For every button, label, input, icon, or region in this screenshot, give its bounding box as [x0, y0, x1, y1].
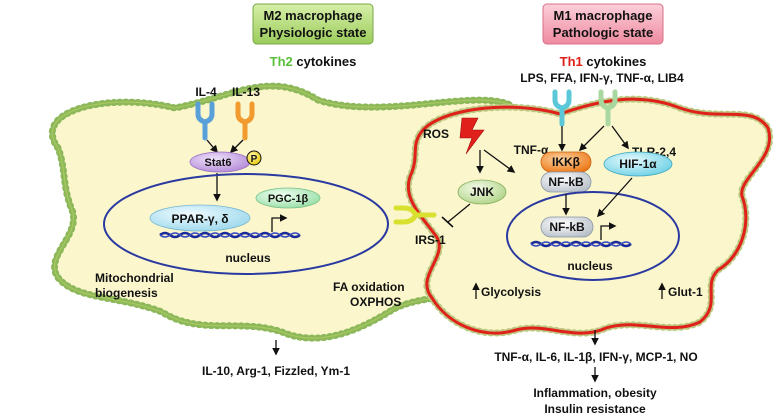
fa-oxidation-label: FA oxidation — [333, 280, 405, 294]
oxphos-label: OXPHOS — [350, 295, 401, 309]
m2-panel: M2 macrophage Physiologic state Th2 cyto… — [48, 3, 528, 378]
th2-cytokines-suffix: cytokines — [293, 54, 357, 69]
m1-state: Pathologic state — [553, 25, 653, 40]
tnf-receptor-label: TNF-α — [514, 143, 549, 157]
tnf-receptor-icon — [552, 89, 572, 127]
lightning-icon — [459, 117, 485, 155]
il4-to-stat6-arrow — [206, 139, 218, 154]
m2-promoter-arrow — [271, 214, 288, 232]
m1-stimuli: LPS, FFA, IFN-γ, TNF-α, LIB4 — [520, 71, 684, 85]
glut1-label: Glut-1 — [668, 285, 703, 299]
il4-label: IL-4 — [195, 85, 217, 99]
ppar-node — [149, 204, 251, 232]
ros-label: ROS — [423, 127, 449, 141]
outcome-line-2: Insulin resistance — [544, 402, 646, 416]
m1-nucleus — [506, 191, 680, 281]
m1-cell-red-line — [406, 97, 772, 335]
m1-outputs: TNF-α, IL-6, IL-1β, IFN-γ, MCP-1, NO — [494, 350, 697, 364]
irs1-label: IRS-1 — [415, 233, 446, 247]
mito-label-1: Mitochondrial — [95, 271, 174, 285]
m2-dna-icon-strand2 — [159, 232, 301, 238]
tlr-to-hif-arrow — [611, 125, 629, 150]
ppar-label: PPAR-γ, δ — [171, 212, 228, 226]
nfkb-nuclear-node — [540, 216, 594, 238]
pgc1b-node — [255, 187, 321, 209]
inhibition-bar — [441, 216, 454, 228]
hif1a-node — [603, 151, 673, 177]
jnk-inhibits-irs1 — [447, 203, 471, 223]
jnk-node — [457, 179, 507, 205]
m2-title: M2 macrophage — [264, 8, 363, 23]
m1-nucleus-label: nucleus — [567, 259, 613, 273]
m2-nucleus — [103, 173, 389, 275]
ros-to-ikk-arrow — [483, 149, 516, 173]
phospho-icon — [246, 150, 262, 166]
stat6-label: Stat6 — [205, 157, 232, 169]
m2-nucleus-label: nucleus — [225, 251, 271, 265]
hif1a-label: HIF-1α — [619, 157, 657, 171]
glycolysis-label: Glycolysis — [481, 285, 541, 299]
th2-label: Th2 — [270, 54, 293, 69]
th1-cytokines-suffix: cytokines — [583, 54, 647, 69]
m2-outputs: IL-10, Arg-1, Fizzled, Ym-1 — [202, 364, 350, 378]
th2-cytokines-label: Th2 cytokines — [270, 54, 357, 69]
m1-dna-icon-strand2 — [530, 241, 632, 247]
m1-promoter-arrow — [600, 222, 617, 240]
m2-header-box — [252, 3, 374, 45]
nfkb-node — [540, 171, 592, 193]
jnk-label: JNK — [470, 185, 494, 199]
th1-label: Th1 — [560, 54, 583, 69]
nfkb-label: NF-kB — [548, 175, 584, 189]
ikk-label: IKKβ — [552, 155, 580, 169]
il13-to-stat6-arrow — [229, 139, 244, 154]
outcome-line-1: Inflammation, obesity — [533, 386, 657, 400]
tlr-receptor-icon — [598, 89, 618, 127]
irs1-receptor-icon — [393, 205, 437, 225]
tlr-to-ikk-arrow — [578, 125, 605, 152]
m1-panel: M1 macrophage Pathologic state Th1 cytok… — [393, 3, 774, 416]
phospho-label: P — [251, 154, 258, 165]
il13-receptor-icon — [235, 101, 255, 141]
il13-label: IL-13 — [232, 85, 260, 99]
mito-label-2: biogenesis — [95, 286, 158, 300]
th1-cytokines-label: Th1 cytokines — [560, 54, 647, 69]
nfkb-nuclear-label: NF-kB — [549, 220, 585, 234]
m2-state: Physiologic state — [260, 25, 367, 40]
pgc1b-label: PGC-1β — [268, 193, 309, 205]
m1-title: M1 macrophage — [554, 8, 653, 23]
il4-receptor-icon — [195, 101, 215, 141]
hif-to-nucleus-arrow — [596, 177, 633, 218]
m1-header-box — [542, 3, 664, 45]
